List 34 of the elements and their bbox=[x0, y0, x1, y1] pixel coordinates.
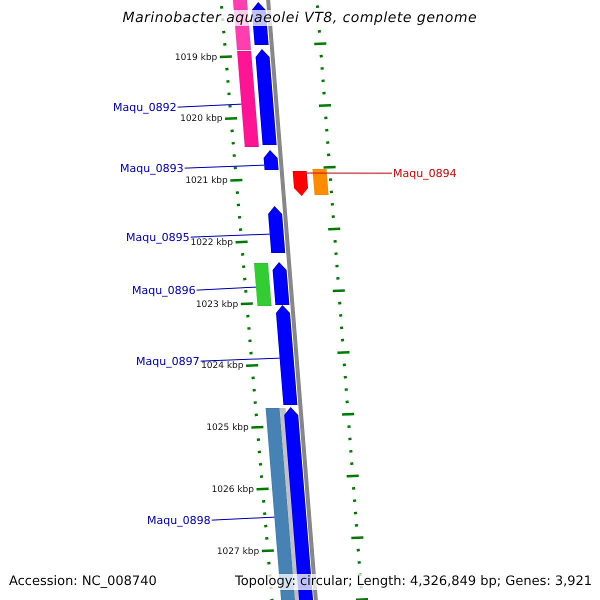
leader-line bbox=[200, 358, 280, 362]
gene-label: Maqu_0898 bbox=[147, 514, 211, 527]
gene-feature bbox=[268, 206, 286, 253]
gene-label: Maqu_0895 bbox=[126, 230, 190, 244]
footer-text: Accession: NC_008740 bbox=[9, 574, 157, 590]
gene-label: Maqu_0896 bbox=[132, 284, 196, 297]
gene-feature bbox=[312, 169, 329, 195]
gene-feature bbox=[292, 171, 308, 196]
leader-line bbox=[177, 104, 242, 108]
scale-label: 1019 kbp bbox=[174, 52, 218, 64]
scale-label: 1020 kbp bbox=[180, 114, 222, 126]
leader-line bbox=[196, 286, 256, 291]
gene-feature bbox=[256, 49, 277, 145]
scale-label: 1025 kbp bbox=[206, 423, 249, 434]
gene-label: Maqu_0894 bbox=[393, 166, 457, 180]
scale-label: 1027 kbp bbox=[216, 546, 260, 558]
gene-label: Maqu_0892 bbox=[113, 100, 177, 114]
scale-label: 1026 kbp bbox=[212, 484, 254, 496]
gene-feature bbox=[237, 51, 259, 147]
scale-label: 1021 kbp bbox=[185, 176, 228, 187]
gene-feature bbox=[272, 262, 290, 305]
scale-label: 1024 kbp bbox=[201, 361, 244, 372]
gene-feature bbox=[264, 150, 279, 170]
gene-feature bbox=[254, 263, 272, 306]
leader-line bbox=[306, 172, 392, 174]
footer-text: Topology: circular; Length: 4,326,849 bp; Genes: 3,921 bbox=[235, 574, 592, 590]
scale-label: 1023 kbp bbox=[196, 300, 238, 310]
title: Marinobacter aquaeolei VT8, complete genome bbox=[122, 10, 478, 26]
gene-label: Maqu_0893 bbox=[120, 162, 184, 175]
scale-label: 1022 kbp bbox=[190, 238, 233, 249]
gene-label: Maqu_0897 bbox=[136, 354, 200, 368]
leader-line bbox=[190, 234, 270, 238]
leader-line bbox=[211, 516, 275, 521]
leader-line bbox=[184, 164, 265, 169]
